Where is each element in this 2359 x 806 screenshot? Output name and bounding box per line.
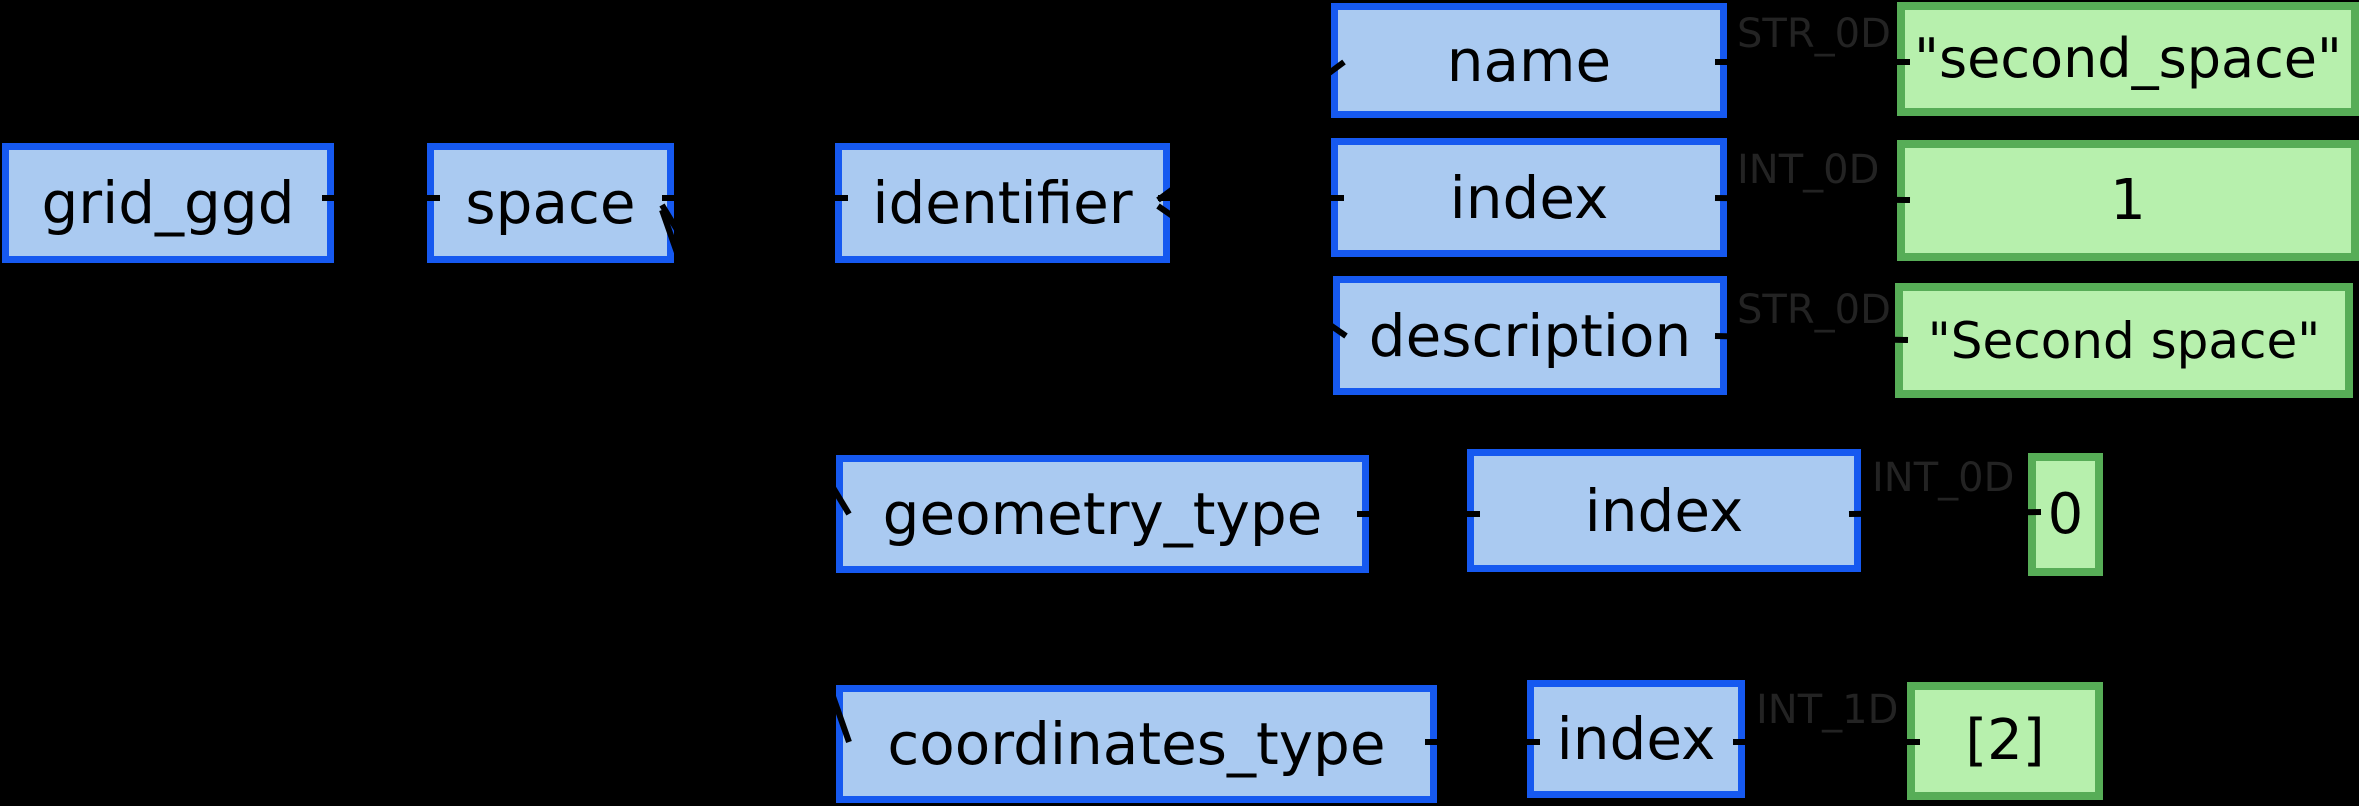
node-index-coordinates: index — [1527, 680, 1745, 798]
node-geometry-type: geometry_type — [836, 455, 1369, 573]
node-grid-ggd: grid_ggd — [2, 143, 334, 263]
node-index-identifier: index — [1331, 138, 1727, 257]
value-description: "Second space" — [1895, 283, 2353, 398]
node-index-geometry: index — [1467, 449, 1861, 572]
value-name: "second_space" — [1897, 2, 2359, 116]
value-index: 1 — [1897, 140, 2359, 261]
value-coordinates-index: [2] — [1907, 682, 2103, 800]
type-label-geometry-index: INT_0D — [1872, 455, 2015, 501]
type-label-index: INT_0D — [1737, 147, 1880, 193]
node-space: space — [427, 143, 674, 263]
type-label-coordinates-index: INT_1D — [1756, 687, 1899, 733]
type-label-description: STR_0D — [1737, 287, 1891, 333]
value-geometry-index: 0 — [2028, 453, 2103, 576]
node-name: name — [1331, 3, 1727, 118]
node-identifier: identifier — [835, 143, 1170, 263]
type-label-name: STR_0D — [1737, 11, 1891, 57]
node-coordinates-type: coordinates_type — [836, 685, 1437, 803]
node-description: description — [1333, 276, 1727, 395]
